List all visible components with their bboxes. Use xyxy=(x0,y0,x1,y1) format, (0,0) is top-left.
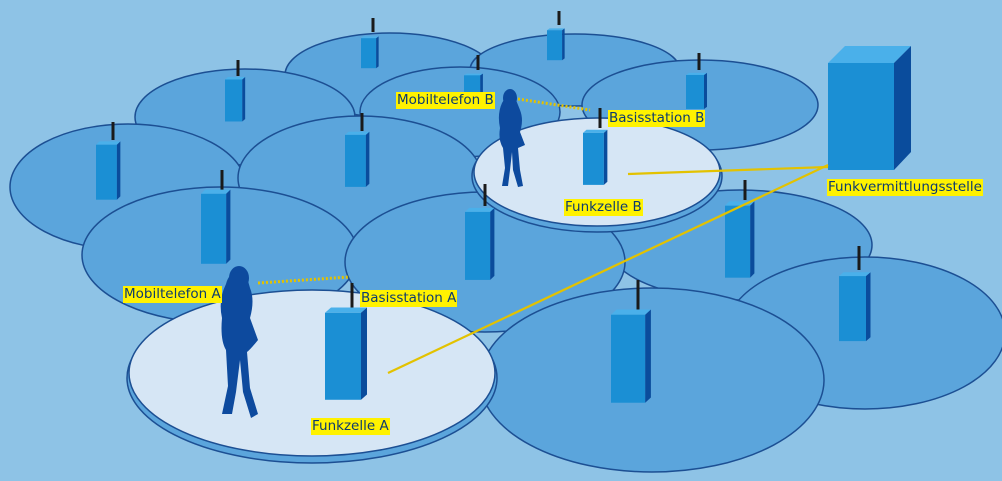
base-station-b-tower xyxy=(583,129,608,185)
label-basisstation-a: Basisstation A xyxy=(360,290,458,307)
person-a-icon xyxy=(220,266,258,418)
radio-link-a xyxy=(257,275,351,285)
cell-bottom-center xyxy=(479,287,825,473)
label-basisstation-b: Basisstation B xyxy=(608,110,706,127)
switching-center-box xyxy=(828,46,911,170)
antennas xyxy=(111,11,861,310)
label-funkvermittlungsstelle: Funkvermittlungsstelle xyxy=(827,179,983,196)
label-funkzelle-a: Funkzelle A xyxy=(311,418,390,435)
link-switch-to-base-b xyxy=(627,165,829,176)
base-station-a-tower xyxy=(325,307,367,400)
person-b-icon xyxy=(498,89,525,187)
radio-link-b xyxy=(517,97,591,112)
label-funkzelle-b: Funkzelle B xyxy=(564,199,643,216)
link-switch-to-base-a xyxy=(387,164,829,374)
label-mobiltelefon-b: Mobiltelefon B xyxy=(396,92,495,109)
connection-lines xyxy=(257,97,829,374)
label-mobiltelefon-a: Mobiltelefon A xyxy=(123,286,222,303)
cell-a xyxy=(128,289,496,457)
